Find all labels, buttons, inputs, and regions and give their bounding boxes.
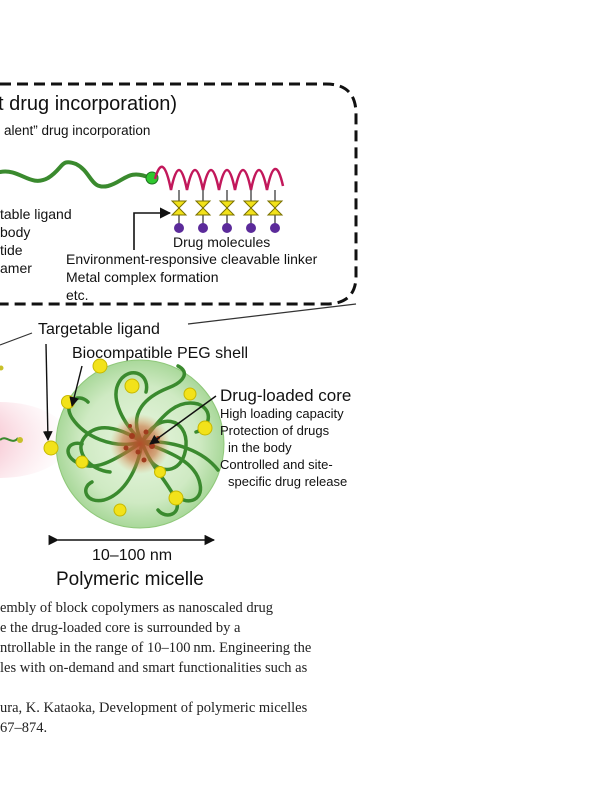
drug-molecules-label: Drug molecules xyxy=(173,234,270,250)
core-feature: High loading capacity xyxy=(220,406,344,421)
core-pointer xyxy=(149,395,217,445)
caption-line xyxy=(0,678,599,698)
drug-molecule xyxy=(218,190,236,233)
drug-molecule xyxy=(170,190,188,233)
linker-note: etc. xyxy=(66,287,89,303)
linker-note: Metal complex formation xyxy=(66,269,219,285)
core-feature: Controlled and site- xyxy=(220,457,333,472)
peg-chain xyxy=(0,160,152,189)
drug-loaded-core xyxy=(110,414,170,474)
drug-binding-block xyxy=(153,165,285,191)
polymeric-micelle xyxy=(43,358,225,529)
caption-line: ura, K. Kataoka, Development of polymeri… xyxy=(0,700,308,716)
ligand-list-item: tide xyxy=(0,242,23,258)
peg-shell-label: Biocompatible PEG shell xyxy=(72,345,248,362)
core-title: Drug-loaded core xyxy=(220,386,351,405)
linker-note: Environment-responsive cleavable linker xyxy=(66,251,318,267)
box-subtitle: alent” drug incorporation xyxy=(4,123,150,138)
caption-line: ntrollable in the range of 10–100 nm. En… xyxy=(0,640,312,656)
figure-caption: embly of block copolymers as nanoscaled … xyxy=(0,598,599,738)
size-label: 10–100 nm xyxy=(92,547,172,564)
target-fragment-dot xyxy=(17,437,23,443)
core-feature: Protection of drugs xyxy=(220,423,330,438)
zoom-line xyxy=(0,332,33,346)
drug-molecule-row xyxy=(170,190,284,233)
target-fragment xyxy=(0,437,19,442)
target-fragment-dot xyxy=(0,365,4,371)
ligand-list-item: table ligand xyxy=(0,206,72,222)
drug-molecule xyxy=(194,190,212,233)
ligand-list-item: body xyxy=(0,224,30,240)
linker-arrow xyxy=(133,207,172,250)
core-feature: in the body xyxy=(228,440,292,455)
micelle-label: Polymeric micelle xyxy=(56,569,204,590)
drug-molecule xyxy=(242,190,260,233)
ligand-list-item: amer xyxy=(0,260,32,276)
dashed-callout-box xyxy=(0,82,358,306)
drug-molecule xyxy=(266,190,284,233)
ligand-pointer xyxy=(42,343,53,441)
target-glow xyxy=(0,402,70,478)
caption-line: les with on-demand and smart functionali… xyxy=(0,660,308,676)
caption-line: e the drug-loaded core is surrounded by … xyxy=(0,620,241,636)
micelle-figure: t drug incorporation) alent” drug incorp… xyxy=(0,82,358,590)
core-feature: specific drug release xyxy=(228,474,347,489)
zoom-line xyxy=(187,303,357,325)
targetable-ligand-label: Targetable ligand xyxy=(38,321,160,338)
caption-line: embly of block copolymers as nanoscaled … xyxy=(0,600,274,616)
box-title: t drug incorporation) xyxy=(0,93,177,115)
peg-pointer xyxy=(69,365,83,407)
caption-line: 67–874. xyxy=(0,720,48,736)
